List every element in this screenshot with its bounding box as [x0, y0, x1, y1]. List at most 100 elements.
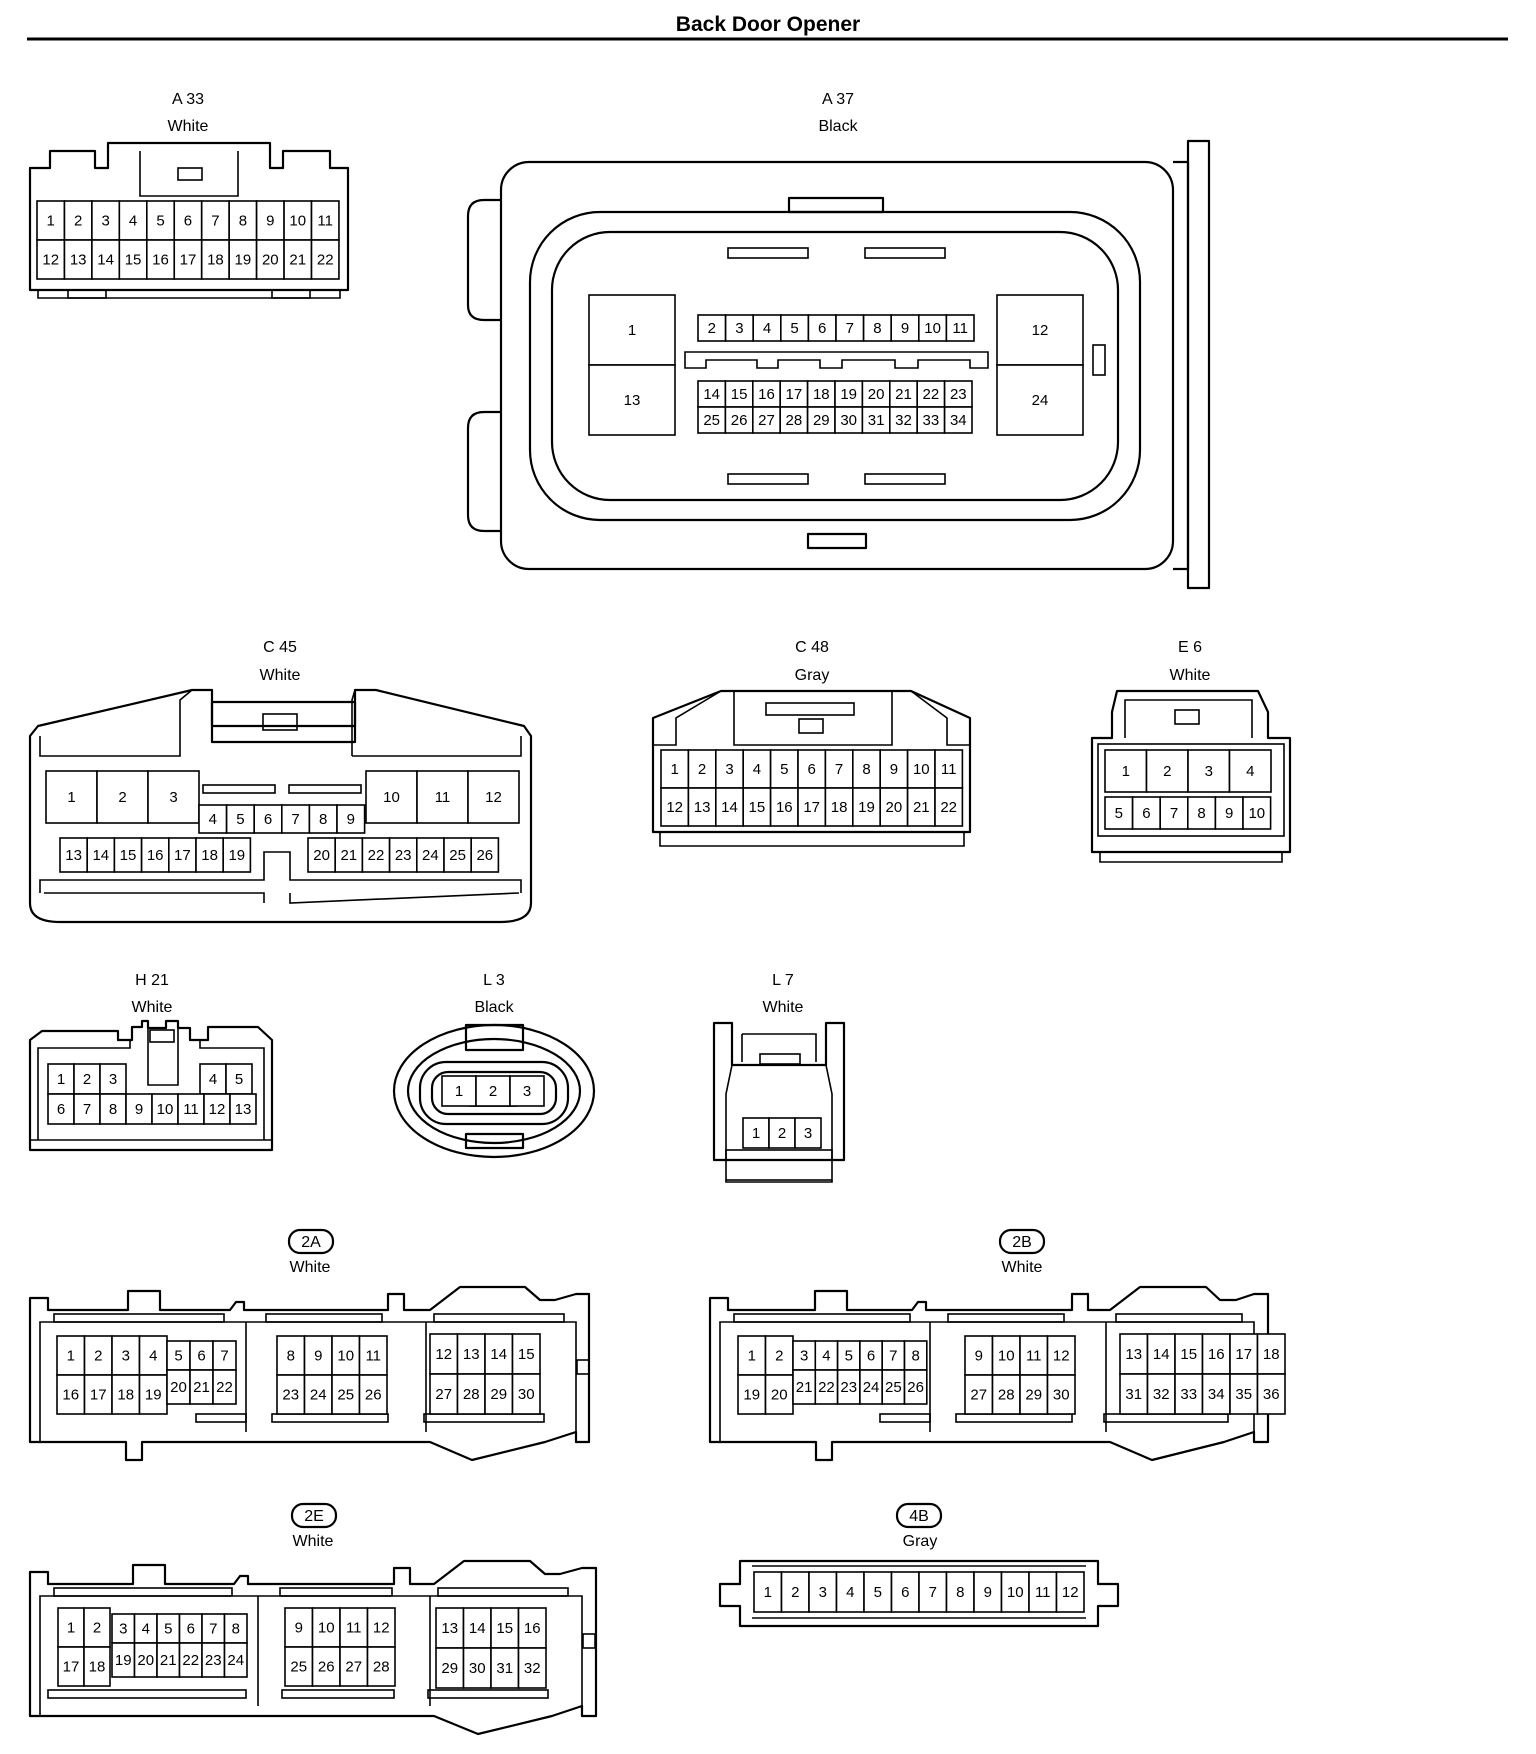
pin-cell: [1256, 1333, 1286, 1375]
pin-number: 7: [209, 1621, 217, 1638]
pin-cell: [1145, 749, 1189, 793]
pin-number: 20: [313, 847, 330, 864]
pin-number: 20: [170, 1379, 187, 1396]
pin-cell: [470, 837, 500, 873]
pin-number: 3: [735, 320, 743, 337]
pin-cell: [973, 1571, 1003, 1613]
pin-cell: [195, 837, 225, 873]
connector-color: White: [132, 999, 173, 1016]
pin-number: 15: [1180, 1346, 1197, 1363]
pin-cell: [358, 1374, 388, 1415]
pin-number: 1: [748, 1348, 756, 1365]
pin-number: 6: [867, 1348, 875, 1365]
pin-number: 22: [818, 1379, 835, 1396]
pin-number: 17: [1235, 1346, 1252, 1363]
junction-code: 2A: [301, 1234, 321, 1251]
pin-cell: [851, 787, 881, 827]
pin-number: 14: [721, 799, 738, 816]
pin-cell: [339, 1646, 369, 1687]
pin-cell: [310, 239, 340, 280]
pin-cell: [1046, 1335, 1076, 1376]
pin-cell: [111, 1335, 141, 1376]
connector-code: C 48: [795, 639, 829, 656]
pin-number: 30: [469, 1660, 486, 1677]
pin-number: 31: [868, 412, 885, 429]
pin-cell: [199, 1063, 227, 1095]
pin-number: 23: [282, 1387, 299, 1404]
pin-number: 24: [863, 1379, 880, 1396]
pin-cell: [118, 239, 148, 280]
pin-number: 15: [496, 1620, 513, 1637]
pin-number: 3: [804, 1125, 812, 1142]
pin-number: 12: [1053, 1348, 1070, 1365]
connector-code: A 37: [822, 91, 854, 108]
pin-number: 11: [1026, 1348, 1042, 1365]
pin-number: 25: [703, 412, 720, 429]
pin-number: 8: [1197, 805, 1205, 822]
pin-number: 7: [220, 1348, 228, 1365]
pin-cell: [1187, 749, 1231, 793]
pin-number: 4: [822, 1348, 830, 1365]
pin-cell: [310, 200, 340, 241]
pin-number: 20: [868, 386, 885, 403]
pin-number: 35: [1235, 1386, 1252, 1403]
junction-code: 4B: [909, 1508, 929, 1525]
pin-number: 17: [803, 799, 820, 816]
pin-number: 18: [117, 1387, 134, 1404]
pin-cell: [462, 1647, 492, 1689]
pin-cell: [429, 1373, 459, 1415]
pin-cell: [284, 1607, 314, 1648]
pin-cell: [1214, 796, 1244, 830]
connector-code: E 6: [1178, 639, 1202, 656]
pin-cell: [906, 787, 936, 827]
pin-number: 12: [485, 789, 502, 806]
pin-number: 27: [758, 412, 775, 429]
pin-number: 7: [1170, 805, 1178, 822]
pin-number: 11: [183, 1101, 199, 1118]
pin-cell: [714, 787, 744, 827]
pin-number: 16: [758, 386, 775, 403]
pin-cell: [1000, 1571, 1030, 1613]
pin-number: 8: [319, 811, 327, 828]
pin-number: 3: [122, 1348, 130, 1365]
pin-number: 14: [97, 252, 114, 269]
pin-number: 29: [1025, 1387, 1042, 1404]
pin-cell: [415, 837, 445, 873]
pin-cell: [1187, 796, 1217, 830]
pin-number: 10: [383, 789, 400, 806]
pin-number: 12: [42, 252, 59, 269]
pin-number: 9: [975, 1348, 983, 1365]
pin-number: 10: [337, 1348, 354, 1365]
pin-number: 32: [1153, 1386, 1170, 1403]
pin-number: 19: [115, 1652, 132, 1669]
pin-number: 8: [862, 761, 870, 778]
pin-number: 6: [901, 1584, 909, 1601]
pin-number: 21: [340, 847, 357, 864]
pin-number: 5: [174, 1348, 182, 1365]
pin-cell: [111, 1374, 141, 1415]
pin-number: 2: [83, 1071, 91, 1088]
junction-code: 2B: [1012, 1234, 1032, 1251]
pin-cell: [147, 770, 200, 824]
pin-number: 7: [211, 213, 219, 230]
pin-number: 1: [57, 1071, 65, 1088]
pin-cell: [888, 406, 918, 434]
pin-number: 12: [373, 1620, 390, 1637]
pin-number: 13: [1125, 1346, 1142, 1363]
pin-number: 16: [152, 252, 169, 269]
pin-cell: [996, 364, 1084, 436]
pin-cell: [697, 406, 727, 434]
connector-color: Black: [818, 118, 858, 135]
pin-cell: [903, 1369, 928, 1405]
